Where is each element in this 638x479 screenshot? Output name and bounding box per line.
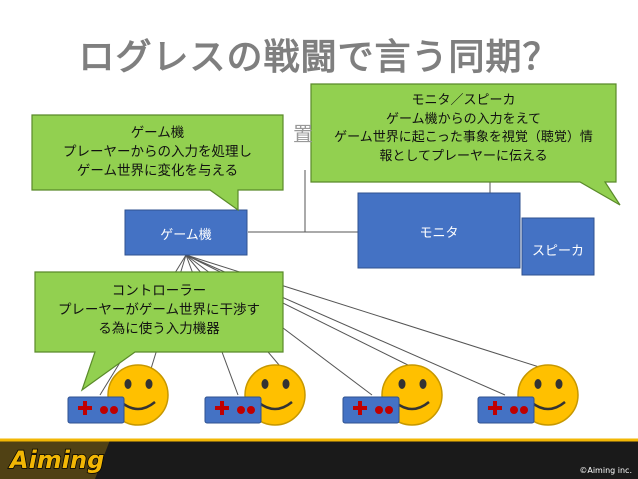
monitor-box xyxy=(357,192,521,269)
monitor-label: モニタ xyxy=(419,226,459,241)
callout-line: プレーヤーからの入力を処理し xyxy=(63,144,252,160)
game-controller-icon xyxy=(342,396,400,424)
footer: Aiming ©Aiming inc. xyxy=(0,440,638,479)
callout-line: プレーヤーがゲーム世界に干渉す xyxy=(57,302,261,318)
callout-line: 報としてプレーヤーに伝える xyxy=(379,148,548,164)
callout-line: ゲーム機からの入力をえて xyxy=(386,111,541,127)
callout-monitor xyxy=(310,83,621,206)
footer-bar xyxy=(0,440,638,479)
aiming-logo: Aiming xyxy=(7,445,105,475)
speaker-label: スピーカ xyxy=(531,244,584,259)
player-3 xyxy=(342,364,443,426)
callout-line: ゲーム世界に変化を与える xyxy=(76,163,239,179)
game-controller-icon xyxy=(204,396,262,424)
game-controller-icon xyxy=(67,396,125,424)
speaker-box xyxy=(521,217,595,276)
game-console-label: ゲーム機 xyxy=(160,228,212,243)
ghost-text: 置 xyxy=(293,122,313,146)
callout-controller xyxy=(34,271,284,392)
callout-game-console xyxy=(31,114,284,212)
copyright-text: ©Aiming inc. xyxy=(579,466,632,475)
logo-text: Aiming xyxy=(8,446,104,474)
player-1 xyxy=(67,364,169,426)
callout-controller-text: コントローラー プレーヤーがゲーム世界に干渉す る為に使う入力機器 xyxy=(37,282,281,339)
player-4 xyxy=(477,364,579,426)
callout-line: モニタ／スピーカ xyxy=(411,93,516,108)
callout-line: ゲーム機 xyxy=(130,125,185,141)
player-2 xyxy=(204,364,306,426)
callout-game-console-text: ゲーム機 プレーヤーからの入力を処理し ゲーム世界に変化を与える xyxy=(34,124,281,181)
game-console-box xyxy=(124,209,248,256)
callout-line: ゲーム世界に起こった事象を視覚（聴覚）情 xyxy=(334,130,593,145)
callout-line: コントローラー xyxy=(111,283,207,299)
callout-monitor-text: モニタ／スピーカ ゲーム機からの入力をえて ゲーム世界に起こった事象を視覚（聴覚… xyxy=(313,92,614,166)
callout-line: る為に使う入力機器 xyxy=(98,321,220,337)
game-controller-icon xyxy=(477,396,535,424)
slide-title: ログレスの戦闘で言う同期？ xyxy=(78,37,560,78)
